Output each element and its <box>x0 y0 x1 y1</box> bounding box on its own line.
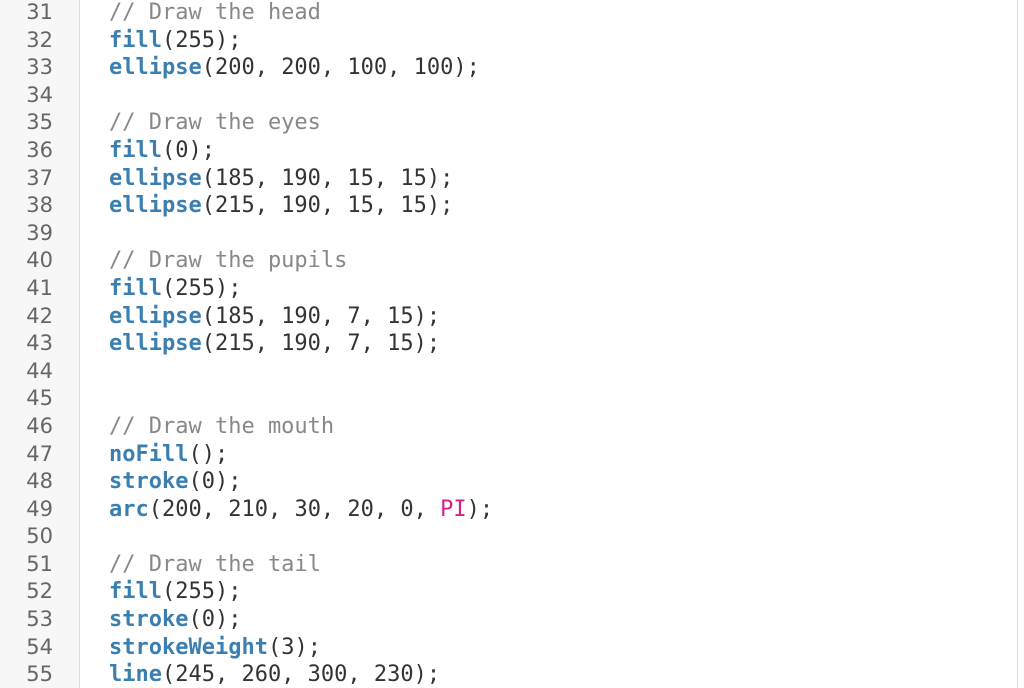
code-text: (3); <box>267 634 321 660</box>
code-line[interactable]: fill(255); <box>109 578 1024 606</box>
code-line[interactable]: fill(0); <box>109 137 1024 165</box>
code-function-name: fill <box>109 275 162 301</box>
code-line[interactable] <box>109 358 1024 386</box>
code-line[interactable]: // Draw the mouth <box>109 413 1024 441</box>
code-text: (215, 190, 7, 15); <box>201 331 441 357</box>
code-line[interactable]: ellipse(215, 190, 15, 15); <box>109 192 1024 220</box>
code-line[interactable]: stroke(0); <box>109 468 1024 496</box>
code-line[interactable] <box>109 523 1024 551</box>
code-function-name: ellipse <box>109 303 202 329</box>
code-function-name: ellipse <box>109 55 202 81</box>
code-line[interactable]: arc(200, 210, 30, 20, 0, PI); <box>109 496 1024 524</box>
code-line[interactable]: // Draw the eyes <box>109 109 1024 137</box>
code-line[interactable] <box>109 220 1024 248</box>
code-comment: // Draw the eyes <box>109 110 321 136</box>
line-number: 38 <box>26 193 53 218</box>
code-function-name: fill <box>109 579 162 605</box>
code-comment: // Draw the mouth <box>109 413 335 439</box>
line-number: 50 <box>26 524 53 549</box>
code-text: ); <box>466 496 494 522</box>
code-function-name: fill <box>109 137 162 163</box>
line-number: 36 <box>26 137 53 162</box>
code-text: (0); <box>161 137 215 163</box>
code-line[interactable]: fill(255); <box>109 27 1024 55</box>
code-text: (255); <box>161 27 242 53</box>
code-function-name: ellipse <box>109 193 202 219</box>
line-number: 42 <box>26 303 53 328</box>
code-function-name: ellipse <box>109 165 202 191</box>
line-number: 34 <box>26 82 53 107</box>
code-line[interactable]: // Draw the head <box>109 0 1024 27</box>
line-number: 51 <box>26 551 53 576</box>
code-function-name: noFill <box>109 441 189 467</box>
code-text: (255); <box>161 275 242 301</box>
line-number: 53 <box>26 607 53 632</box>
line-number: 39 <box>26 220 53 245</box>
code-line[interactable]: strokeWeight(3); <box>109 634 1024 662</box>
code-function-name: stroke <box>109 607 189 633</box>
code-line[interactable] <box>109 385 1024 413</box>
line-number: 32 <box>26 27 53 52</box>
line-number: 37 <box>26 165 53 190</box>
line-number: 40 <box>26 248 53 273</box>
code-line[interactable]: stroke(0); <box>109 606 1024 634</box>
code-line[interactable] <box>109 82 1024 110</box>
code-function-name: line <box>109 662 162 688</box>
line-number: 45 <box>26 386 53 411</box>
code-text: (0); <box>188 607 242 633</box>
code-line[interactable]: line(245, 260, 300, 230); <box>109 661 1024 688</box>
line-number: 46 <box>26 413 53 438</box>
code-text: (255); <box>161 579 242 605</box>
code-line[interactable]: fill(255); <box>109 275 1024 303</box>
code-text: (185, 190, 7, 15); <box>201 303 441 329</box>
line-number: 35 <box>26 110 53 135</box>
line-number: 41 <box>26 275 53 300</box>
code-function-name: arc <box>109 496 149 522</box>
code-line[interactable]: // Draw the tail <box>109 551 1024 579</box>
code-line[interactable]: ellipse(185, 190, 15, 15); <box>109 165 1024 193</box>
code-function-name: stroke <box>109 469 189 495</box>
line-number: 52 <box>26 579 53 604</box>
line-number: 47 <box>26 441 53 466</box>
code-comment: // Draw the tail <box>109 551 321 577</box>
code-line[interactable]: // Draw the pupils <box>109 247 1024 275</box>
code-function-name: strokeWeight <box>109 634 268 660</box>
code-text: (200, 210, 30, 20, 0, <box>148 496 441 522</box>
line-number: 48 <box>26 469 53 494</box>
code-text: (200, 200, 100, 100); <box>201 55 480 81</box>
code-text: (215, 190, 15, 15); <box>201 193 454 219</box>
code-text: (185, 190, 15, 15); <box>201 165 454 191</box>
code-function-name: ellipse <box>109 331 202 357</box>
code-text: (245, 260, 300, 230); <box>161 662 441 688</box>
code-line[interactable]: ellipse(200, 200, 100, 100); <box>109 54 1024 82</box>
code-text: (0); <box>188 469 242 495</box>
line-number: 54 <box>26 634 53 659</box>
code-comment: // Draw the pupils <box>109 248 348 274</box>
line-number: 33 <box>26 55 53 80</box>
line-number: 44 <box>26 358 53 383</box>
line-number: 55 <box>26 662 53 687</box>
code-line[interactable]: ellipse(215, 190, 7, 15); <box>109 330 1024 358</box>
line-number: 31 <box>26 0 53 24</box>
code-comment: // Draw the head <box>109 0 321 25</box>
editor-right-border <box>1017 0 1018 688</box>
code-text: (); <box>188 441 229 467</box>
code-constant: PI <box>440 496 467 522</box>
code-line[interactable]: noFill(); <box>109 441 1024 469</box>
code-line[interactable]: ellipse(185, 190, 7, 15); <box>109 303 1024 331</box>
line-number: 49 <box>26 496 53 521</box>
code-function-name: fill <box>109 27 162 53</box>
line-number: 43 <box>26 331 53 356</box>
